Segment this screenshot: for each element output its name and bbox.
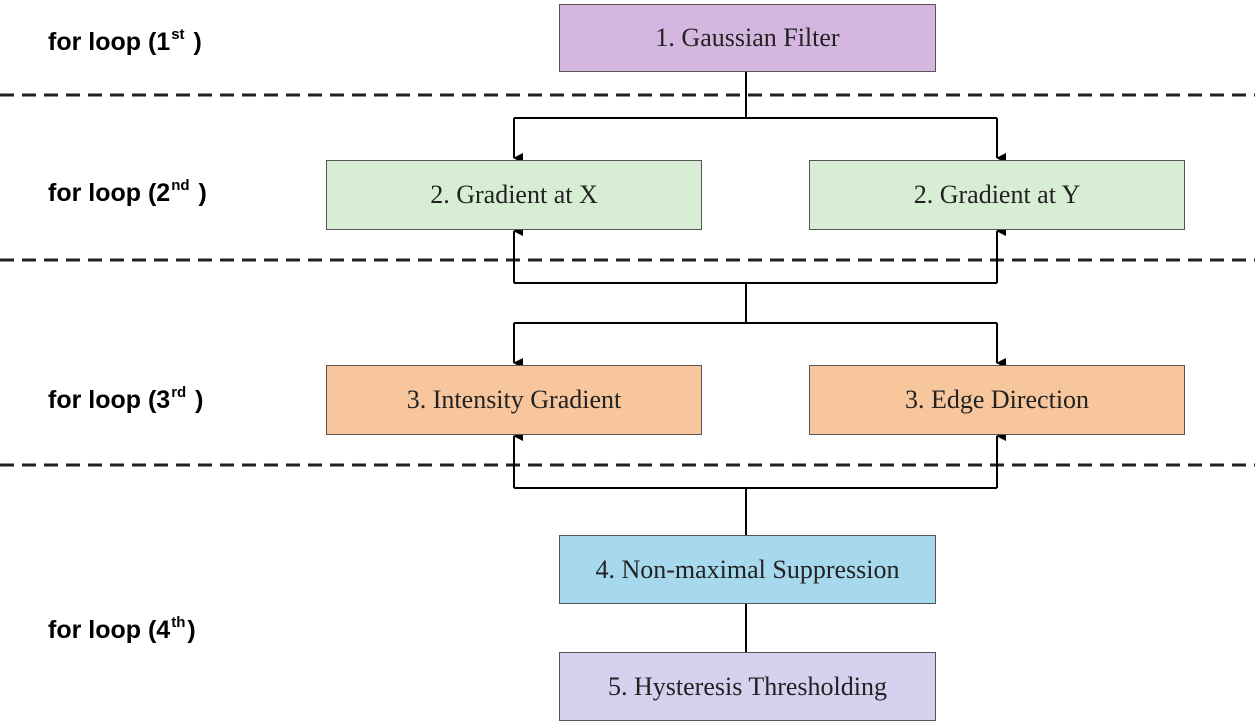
loop-label-2: for loop (2nd ) (48, 177, 207, 207)
loop-label-3: for loop (3rd ) (48, 384, 204, 414)
non-maximal-suppression-box: 4. Non-maximal Suppression (559, 535, 936, 604)
connector-stage3-to-nms (513, 431, 1006, 535)
intensity-gradient-box: 3. Intensity Gradient (326, 365, 702, 435)
connector-gaussian-to-gradients (513, 72, 1006, 163)
loop-label-1: for loop (1st ) (48, 26, 202, 56)
gradient-x-box: 2. Gradient at X (326, 160, 702, 230)
loop-label-4: for loop (4th) (48, 614, 196, 644)
edge-direction-box: 3. Edge Direction (809, 365, 1185, 435)
gradient-y-box: 2. Gradient at Y (809, 160, 1185, 230)
gaussian-filter-box: 1. Gaussian Filter (559, 4, 936, 72)
hysteresis-thresholding-box: 5. Hysteresis Thresholding (559, 652, 936, 721)
connector-gradients-to-stage3 (513, 226, 1006, 368)
